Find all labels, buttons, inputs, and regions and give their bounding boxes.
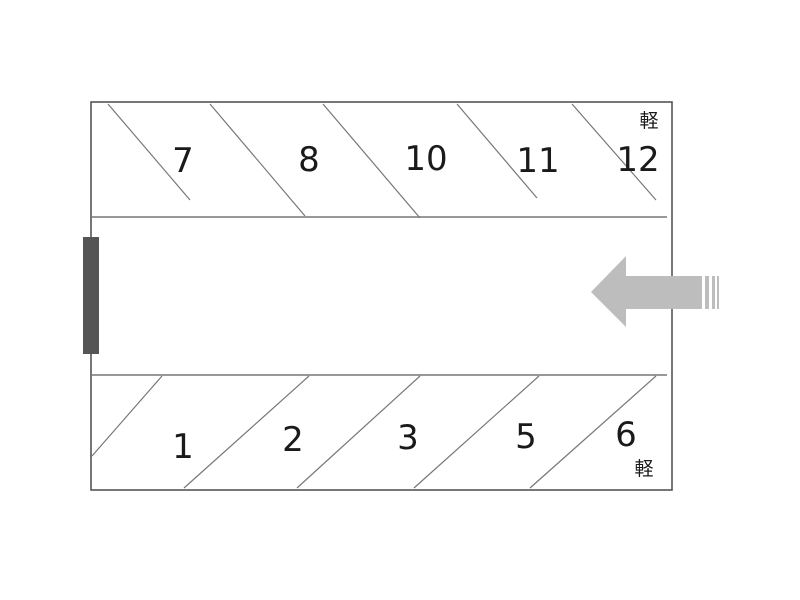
- stall-line: [413, 375, 540, 489]
- stall-line: [91, 375, 163, 457]
- stall-line: [296, 375, 421, 489]
- stall-number-8: 8: [298, 140, 320, 180]
- arrow-body: [591, 256, 702, 327]
- stall-number-5: 5: [515, 417, 537, 457]
- stall-line: [529, 375, 657, 489]
- stall-number-7: 7: [172, 141, 194, 181]
- arrow-left-icon: [591, 256, 719, 327]
- stall-number-2: 2: [282, 420, 304, 460]
- stall-line: [183, 375, 310, 489]
- arrow-tail-stripe: [705, 276, 709, 309]
- stall-line: [456, 103, 538, 199]
- stall-number-1: 1: [172, 427, 194, 467]
- stall-line: [571, 103, 657, 201]
- arrow-tail-stripe: [712, 276, 715, 309]
- stall-line: [209, 103, 306, 217]
- stall-line: [107, 103, 191, 201]
- stall-number-3: 3: [397, 418, 419, 458]
- stall-number-11: 11: [516, 141, 559, 181]
- stall-number-12: 12: [616, 140, 659, 180]
- stall-number-10: 10: [404, 139, 447, 179]
- bottom-stall-lines: [91, 375, 657, 489]
- gate-bar: [83, 237, 99, 354]
- kei-car-mark-12: 軽: [639, 110, 658, 132]
- stall-number-6: 6: [615, 415, 637, 455]
- kei-car-mark-6: 軽: [634, 458, 653, 480]
- arrow-tail-stripe: [717, 276, 719, 309]
- stall-line: [322, 103, 421, 219]
- top-stall-lines: [107, 103, 657, 219]
